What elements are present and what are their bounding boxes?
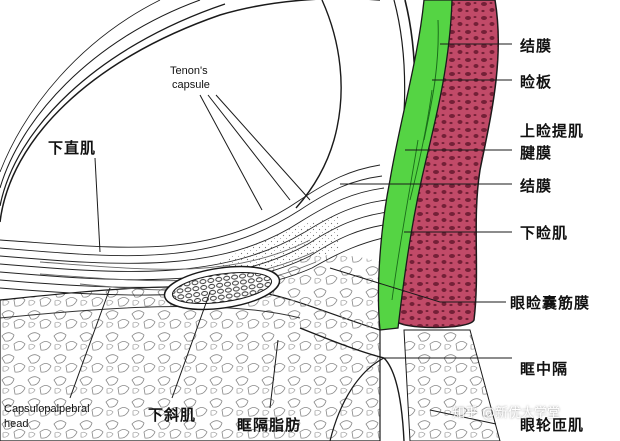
globe-sclera	[0, 0, 416, 223]
label-tenon-line2: capsule	[172, 79, 210, 91]
orbicularis-lower	[403, 329, 501, 441]
label-orbital-septum: 眶中隔	[520, 360, 569, 378]
label-tenon-line1: Tenon's	[170, 65, 208, 77]
label-conjunctiva-top: 结膜	[520, 37, 553, 55]
label-inferior-rectus: 下直肌	[48, 139, 97, 157]
label-lpss-line1: 上睑提肌	[520, 122, 585, 140]
label-capsulopalpebral-line2: head	[4, 418, 29, 430]
label-inferior-tarsal-muscle: 下睑肌	[520, 224, 569, 242]
label-lpss-line2: 腱膜	[520, 144, 553, 162]
label-conjunctiva-mid: 结膜	[520, 177, 553, 195]
label-orbital-fat: 眶隔脂肪	[237, 416, 302, 434]
label-capsulopalpebral-fascia: 眼睑囊筋膜	[510, 294, 591, 312]
label-tarsus: 睑板	[520, 73, 553, 91]
watermark: 知乎 @新优大学堂	[452, 406, 561, 421]
leader-lines	[69, 43, 512, 425]
label-capsulopalpebral-line1: Capsulopalpebral	[4, 403, 90, 415]
label-inferior-oblique: 下斜肌	[148, 406, 197, 424]
conjunctiva-green	[377, 0, 453, 331]
label-orbicularis: 眼轮匝肌	[520, 416, 585, 434]
